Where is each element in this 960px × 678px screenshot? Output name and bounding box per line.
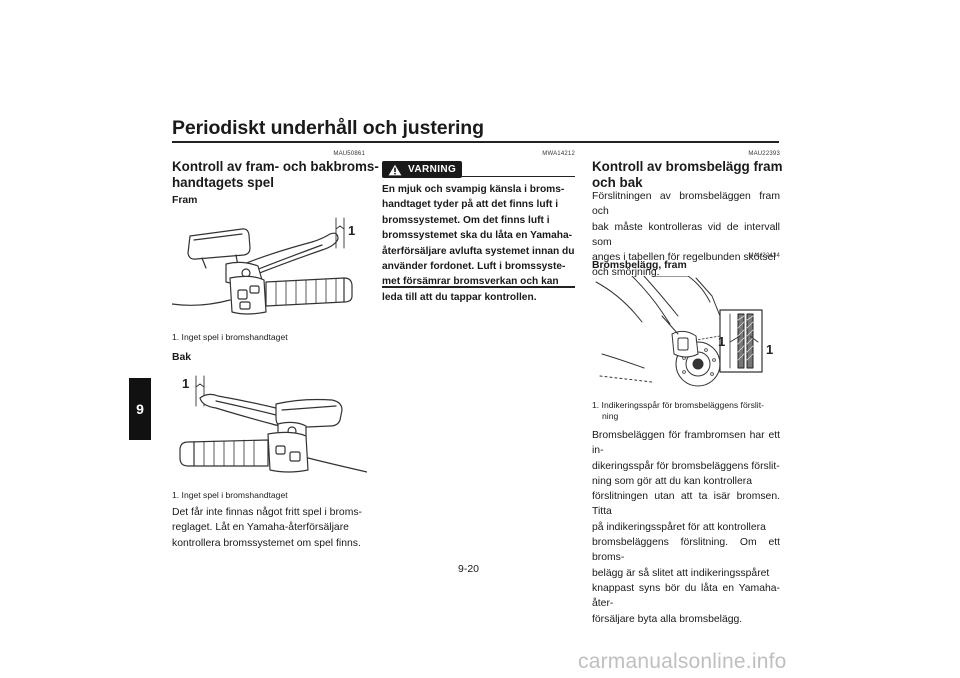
text-line: bromssystemet ska du låta en Yamaha- bbox=[382, 230, 573, 242]
section-code: MAU22434 bbox=[748, 253, 780, 259]
text-line: Förslitningen av bromsbeläggen fram och bbox=[592, 191, 780, 218]
text-line: bromsbeläggens förslitning. Om ett broms… bbox=[592, 537, 780, 564]
page-number: 9-20 bbox=[458, 563, 480, 575]
warning-label: VARNING bbox=[408, 164, 457, 175]
text-line: En mjuk och svampig känsla i broms- bbox=[382, 184, 565, 195]
watermark: carmanualsonline.info bbox=[578, 650, 787, 673]
text-line: dikeringsspår för bromsbeläggens förslit… bbox=[592, 460, 780, 472]
figure-caption: 1. Inget spel i bromshandtaget bbox=[172, 332, 288, 342]
text-line: handtaget tyder på att det finns luft i bbox=[382, 199, 559, 211]
front-brake-lever-figure: 1 bbox=[172, 217, 355, 315]
brake-pad-figure: 1 1 bbox=[595, 276, 773, 387]
text-line: använder fordonet. Luft i bromssyste- bbox=[382, 261, 566, 273]
section-heading: Kontroll av fram- och bakbroms- handtage… bbox=[172, 159, 379, 191]
sub-heading: Bromsbelägg, fram bbox=[592, 260, 687, 271]
text-line: kontrollera bromssystemet om spel finns. bbox=[172, 537, 361, 549]
callout-1-left: 1 bbox=[718, 334, 725, 349]
text-line: återförsäljare avlufta systemet innan du bbox=[382, 245, 575, 257]
callout-1: 1 bbox=[348, 223, 355, 238]
section-code: MAU22393 bbox=[748, 151, 780, 157]
heading-line: Kontroll av bromsbelägg fram bbox=[592, 159, 783, 174]
text-line: belägg är så slitet att indikeringsspåre… bbox=[592, 567, 770, 579]
figure-caption: 1. Indikeringsspår för bromsbeläggens fö… bbox=[592, 400, 782, 421]
text-line: met försämrar bromsverkan och kan bbox=[382, 276, 559, 288]
figure-caption: 1. Inget spel i bromshandtaget bbox=[172, 490, 288, 500]
body-paragraph: Bromsbeläggen för frambromsen har ett in… bbox=[592, 428, 780, 627]
text-line: och smörjning. bbox=[592, 267, 660, 279]
text-line: försäljare byta alla bromsbelägg. bbox=[592, 613, 743, 625]
text-line: på indikeringsspåret för att kontrollera bbox=[592, 521, 766, 533]
warning-rule-bottom bbox=[382, 286, 575, 288]
bak-label: Bak bbox=[172, 352, 192, 363]
heading-line: och bak bbox=[592, 175, 643, 190]
chapter-tab: 9 bbox=[129, 378, 151, 440]
text-line: bromssystemet. Om det finns luft i bbox=[382, 214, 550, 226]
caption-line: 1. Indikeringsspår för bromsbeläggens fö… bbox=[592, 400, 764, 410]
callout-1-right: 1 bbox=[766, 342, 773, 357]
callout-1: 1 bbox=[182, 376, 189, 391]
text-line: ning som gör att du kan kontrollera bbox=[592, 475, 752, 487]
text-line: Det får inte finnas något fritt spel i b… bbox=[172, 507, 362, 518]
fram-label: Fram bbox=[172, 195, 198, 206]
title-rule bbox=[172, 141, 779, 143]
warning-triangle-icon bbox=[388, 164, 402, 175]
caption-line: ning bbox=[602, 410, 619, 421]
warning-rule-top bbox=[462, 176, 575, 178]
text-line: anges i tabellen för regelbunden skötsel bbox=[592, 252, 776, 264]
warning-badge: VARNING bbox=[382, 161, 462, 178]
rear-brake-lever-figure: 1 bbox=[179, 375, 367, 473]
text-line: leda till att du tappar kontrollen. bbox=[382, 291, 537, 303]
page-title: Periodiskt underhåll och justering bbox=[172, 117, 484, 139]
text-line: reglaget. Låt en Yamaha-återförsäljare bbox=[172, 522, 349, 534]
text-line: bak måste kontrolleras vid de intervall … bbox=[592, 221, 780, 248]
text-line: förslitningen utan att ta isär bromsen. … bbox=[592, 491, 780, 518]
text-line: Bromsbeläggen för frambromsen har ett in… bbox=[592, 430, 780, 457]
heading-line: handtagets spel bbox=[172, 175, 274, 190]
section-code: MAU50861 bbox=[333, 151, 365, 157]
warning-code: MWA14212 bbox=[542, 151, 575, 157]
body-paragraph: Det får inte finnas något fritt spel i b… bbox=[172, 505, 367, 551]
intro-paragraph: Förslitningen av bromsbeläggen fram och … bbox=[592, 189, 780, 281]
heading-line: Kontroll av fram- och bakbroms- bbox=[172, 159, 379, 174]
warning-text: En mjuk och svampig känsla i broms- hand… bbox=[382, 182, 575, 305]
section-heading: Kontroll av bromsbelägg fram och bak bbox=[592, 159, 782, 191]
text-line: knappast syns bör du låta en Yamaha-åter… bbox=[592, 582, 780, 610]
